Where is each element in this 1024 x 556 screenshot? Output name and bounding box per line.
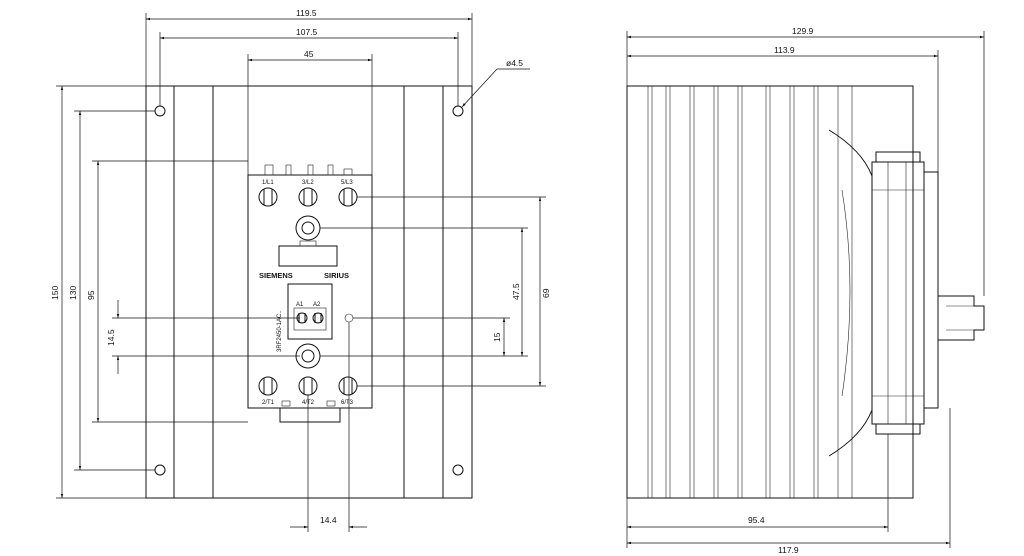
dim-height-overall: 150: [50, 286, 60, 300]
dim-depth-base: 95.4: [748, 515, 765, 525]
side-fin-lines: [647, 86, 853, 498]
heatsink-outline: [145, 85, 473, 499]
side-view: 129.9 113.9 95.4 117.9: [626, 26, 985, 555]
label-plate: [278, 245, 338, 267]
side-control-connector: [938, 295, 985, 341]
control-label-a1: A1: [296, 302, 304, 308]
mounting-hole-bl: [154, 464, 166, 476]
dim-ctrl-offset-v: 14.5: [106, 329, 116, 346]
top-tabs: [264, 164, 353, 176]
side-relay-body: [871, 161, 925, 425]
relay-module: [247, 174, 373, 409]
terminal-label-5l3: 5/L3: [341, 180, 353, 186]
terminal-label-6t3: 6/T3: [341, 400, 354, 406]
terminal-label-2t1: 2/T1: [262, 400, 275, 406]
label-plate-tab: [299, 240, 317, 247]
dim-module-width: 45: [304, 49, 314, 59]
dim-hole-spacing-v: 130: [68, 286, 78, 300]
dim-depth-total: 117.9: [778, 545, 799, 555]
control-terminal-block: [293, 307, 327, 331]
brand-label: SIEMENS: [259, 271, 293, 280]
side-front-plate: [923, 171, 939, 409]
series-label: SIRIUS: [324, 271, 349, 280]
bottom-terminals: [258, 376, 358, 396]
heatsink-fins: [173, 86, 444, 498]
dim-width-overall: 119.5: [296, 8, 317, 18]
dim-hole-spacing-h: 107.5: [296, 27, 318, 37]
housing-flare-lower: [828, 409, 873, 457]
mounting-hole-tr: [452, 105, 464, 117]
control-connector: [287, 283, 333, 340]
reference-hole: [344, 313, 354, 323]
dim-module-height: 95: [86, 290, 96, 300]
side-relay-cap-bottom: [875, 423, 921, 435]
terminal-label-3l2: 3/L2: [302, 180, 314, 186]
dimension-lines-front: [56, 13, 546, 532]
dimension-lines-side: [626, 31, 985, 548]
mounting-hole-br: [452, 464, 464, 476]
control-screws: [296, 312, 324, 324]
upper-mount-screw: [295, 215, 321, 241]
dim-depth-overall: 129.9: [792, 26, 814, 36]
mounting-hole-tl: [154, 105, 166, 117]
side-relay-cap: [875, 151, 921, 163]
dim-bottom-offset-h: 14.4: [320, 515, 337, 525]
top-terminals: [258, 187, 358, 207]
side-inner-lines: [872, 162, 924, 424]
dim-terminal-pitch-v: 69: [541, 288, 551, 298]
terminal-label-1l1: 1/L1: [262, 180, 274, 186]
housing-curve-inner: [841, 189, 851, 397]
dim-depth-heatsink: 113.9: [774, 45, 795, 55]
front-view: 1/L1 3/L2 5/L3 SIEMENS SIRIUS A1 A2 3RF2…: [50, 8, 551, 532]
housing-flare-upper: [828, 129, 873, 177]
module-lower-flange: [279, 407, 341, 423]
control-label-a2: A2: [313, 302, 321, 308]
dim-ctrl-to-screw: 15: [492, 332, 502, 342]
bottom-tabs: [281, 400, 336, 407]
model-label: 3RF2450-1AC..: [277, 310, 283, 352]
dim-hole-diameter: ø4.5: [506, 58, 523, 68]
dim-screw-pitch-v: 47.5: [511, 283, 521, 300]
